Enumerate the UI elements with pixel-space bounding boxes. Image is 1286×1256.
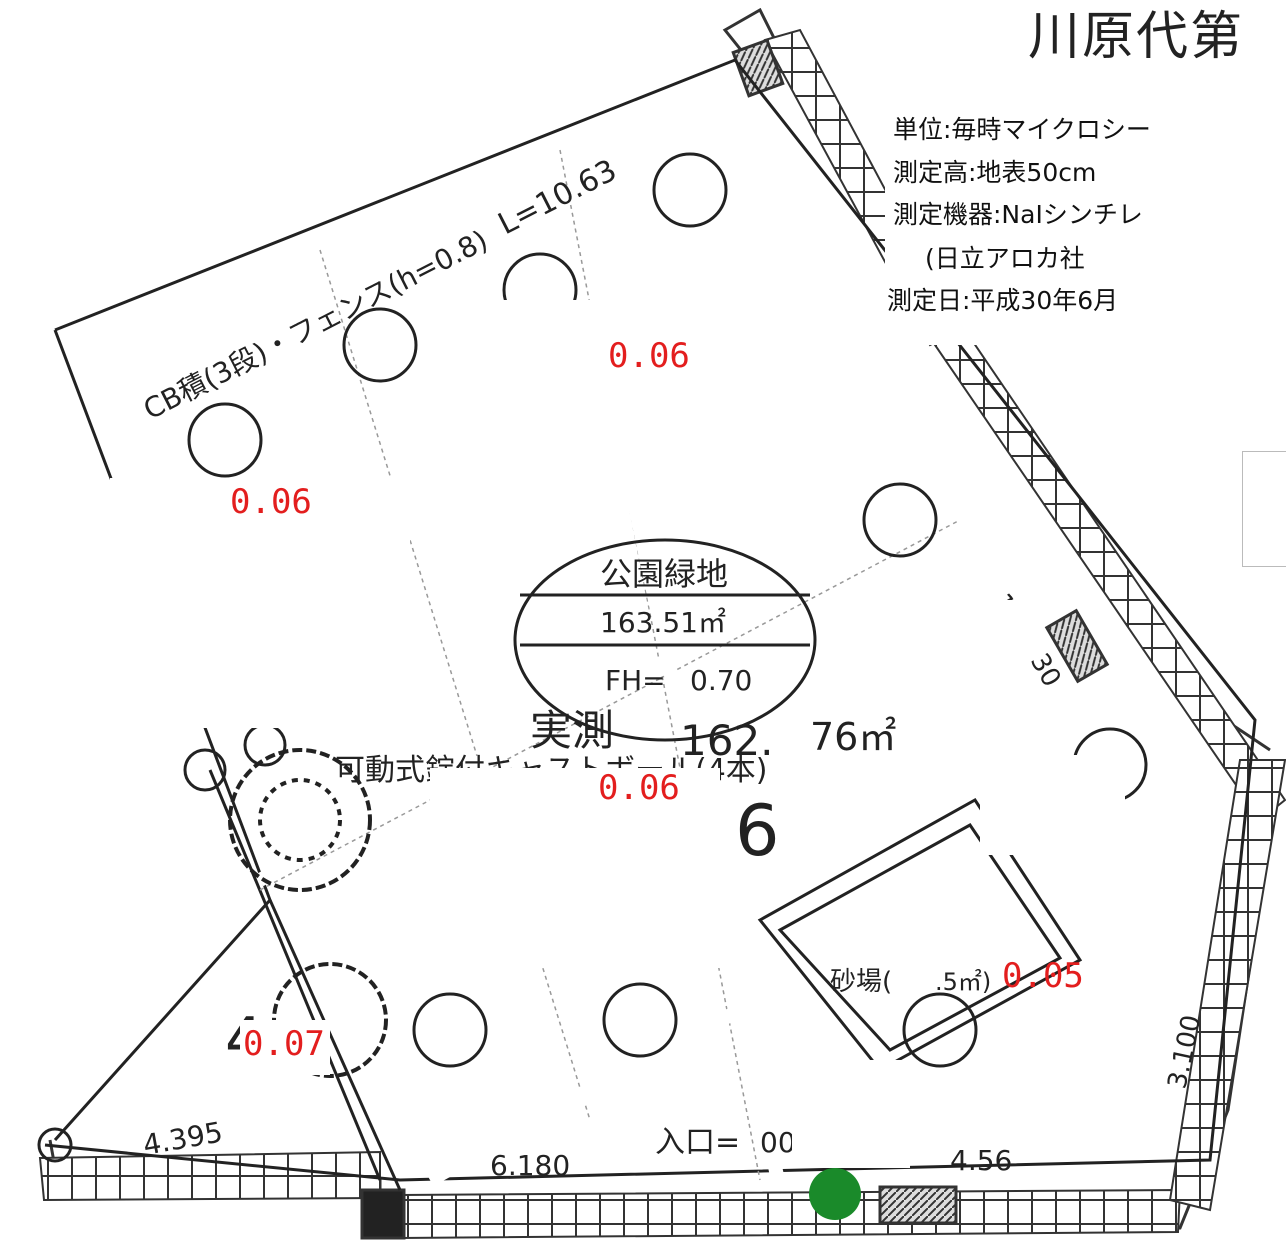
info-unit: 単位:毎時マイクロシー: [893, 115, 1151, 144]
page-title: 川原代第: [1028, 7, 1245, 67]
sandbox-label: 砂場(: [830, 967, 892, 997]
plot-number-6: 6: [735, 790, 780, 872]
oval-label-fh-tail: 0.70: [690, 664, 752, 697]
entrance-tail: 00: [760, 1126, 796, 1159]
reading-bottom-left: 0.07: [243, 1024, 325, 1064]
mask-bottom-box: [792, 1060, 910, 1168]
mask-sand-reading: [980, 755, 1125, 855]
wall-length: L=10.63: [493, 153, 623, 242]
legend-box: [1242, 451, 1286, 567]
mask-header: [885, 0, 1286, 345]
oval-label-area: 163.51㎡: [600, 606, 726, 639]
reading-left: 0.06: [230, 482, 312, 522]
park-label-oval: 公園緑地 163.51㎡ FH= 0.70: [513, 538, 817, 742]
info-device-maker: (日立アロカ社: [925, 244, 1085, 273]
oval-label-top: 公園緑地: [600, 555, 728, 593]
measured-area-right: 162.: [680, 716, 774, 765]
mask-top-reading: [430, 300, 890, 420]
overlay-lines: [256, 338, 1144, 1192]
mask-left-bottom: [240, 1020, 330, 1075]
dim-mid: 6.180: [490, 1149, 570, 1182]
reading-center: 0.06: [598, 768, 680, 808]
reading-top: 0.06: [608, 336, 690, 376]
measured-area-left: 実測: [530, 706, 614, 755]
oval-label-fh: FH=: [605, 664, 666, 697]
dim-right: 4.56: [950, 1144, 1012, 1177]
green-circle-marker-icon[interactable]: [809, 1168, 861, 1220]
trees: [37, 152, 1148, 1163]
sandbox: 砂場( .5㎡): [757, 798, 1083, 1072]
sandbox-area: .5㎡): [935, 968, 991, 996]
mask-center-reading: [430, 768, 720, 968]
dim-ne2: 30: [1024, 649, 1067, 693]
grid-lines: [259, 149, 961, 1181]
mask-left-reading: [110, 478, 410, 728]
measured-area-tail: 76㎡: [810, 715, 896, 759]
info-date: 測定日:平成30年6月: [887, 286, 1119, 315]
entrance-label: 入口=: [655, 1125, 740, 1160]
info-device: 測定機器:NaIシンチレ: [893, 200, 1143, 229]
mask-right-box: [935, 600, 1023, 728]
reading-sandbox: 0.05: [1002, 956, 1084, 996]
info-height: 測定高:地表50cm: [893, 158, 1097, 187]
